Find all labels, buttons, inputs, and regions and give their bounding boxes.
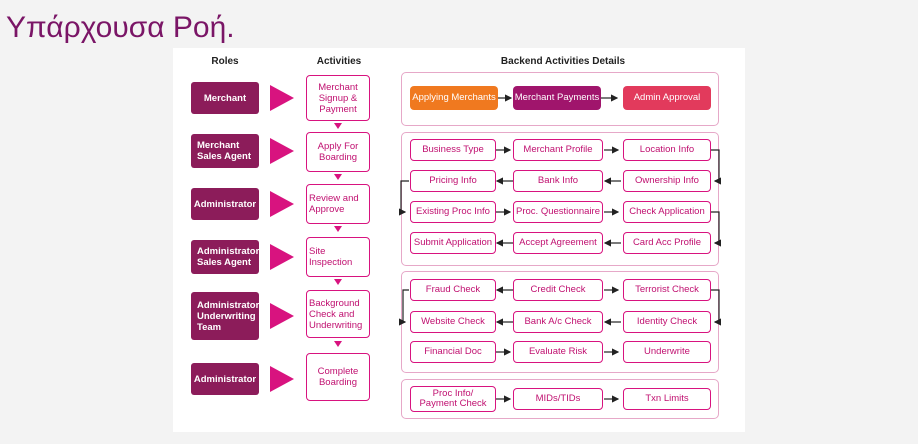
financial-doc-box: Financial Doc xyxy=(410,341,496,363)
role-arrow-icon xyxy=(270,366,294,392)
connector-lines xyxy=(399,94,721,403)
proc-questionnaire-box: Proc. Questionnaire xyxy=(513,201,603,223)
backend-header: Backend Activities Details xyxy=(500,56,626,67)
underwrite-box: Underwrite xyxy=(623,341,711,363)
activity-background-check: Background Check and Underwriting xyxy=(306,290,370,338)
role-merchant-sales-agent: Merchant Sales Agent xyxy=(191,134,259,168)
mids-tids-box: MIDs/TIDs xyxy=(513,388,603,410)
credit-check-box: Credit Check xyxy=(513,279,603,301)
bank-ac-check-box: Bank A/c Check xyxy=(513,311,603,333)
down-arrow-icon xyxy=(334,279,342,285)
proc-info-payment-check-box: Proc Info/ Payment Check xyxy=(410,386,496,412)
accept-agreement-box: Accept Agreement xyxy=(513,232,603,254)
activities-header: Activities xyxy=(316,56,362,67)
role-administrator: Administrator xyxy=(191,188,259,220)
activity-merchant-signup: Merchant Signup & Payment xyxy=(306,75,370,121)
role-administrator-sales-agent: Administrator Sales Agent xyxy=(191,240,259,274)
terrorist-check-box: Terrorist Check xyxy=(623,279,711,301)
down-arrow-icon xyxy=(334,226,342,232)
txn-limits-box: Txn Limits xyxy=(623,388,711,410)
down-arrow-icon xyxy=(334,174,342,180)
role-administrator-underwriting-team: Administrator Underwriting Team xyxy=(191,292,259,340)
card-acc-profile-box: Card Acc Profile xyxy=(623,232,711,254)
activity-review-and-approve: Review and Approve xyxy=(306,184,370,224)
role-arrow-icon xyxy=(270,85,294,111)
business-type-box: Business Type xyxy=(410,139,496,161)
role-arrow-icon xyxy=(270,138,294,164)
existing-proc-info-box: Existing Proc Info xyxy=(410,201,496,223)
page-title: Υπάρχουσα Ροή. xyxy=(6,11,235,44)
fraud-check-box: Fraud Check xyxy=(410,279,496,301)
role-merchant: Merchant xyxy=(191,82,259,114)
admin-approval-box: Admin Approval xyxy=(623,86,711,110)
roles-header: Roles xyxy=(211,56,239,67)
ownership-info-box: Ownership Info xyxy=(623,170,711,192)
bank-info-box: Bank Info xyxy=(513,170,603,192)
role-arrow-icon xyxy=(270,191,294,217)
role-arrow-icon xyxy=(270,303,294,329)
activity-complete-boarding: Complete Boarding xyxy=(306,353,370,401)
merchant-payments-box: Merchant Payments xyxy=(513,86,601,110)
down-arrow-icon xyxy=(334,123,342,129)
flow-diagram: Roles Activities Backend Activities Deta… xyxy=(173,48,745,432)
submit-application-box: Submit Application xyxy=(410,232,496,254)
role-administrator-final: Administrator xyxy=(191,363,259,395)
identity-check-box: Identity Check xyxy=(623,311,711,333)
website-check-box: Website Check xyxy=(410,311,496,333)
role-arrow-icon xyxy=(270,244,294,270)
evaluate-risk-box: Evaluate Risk xyxy=(513,341,603,363)
activity-site-inspection: Site Inspection xyxy=(306,237,370,277)
activity-apply-for-boarding: Apply For Boarding xyxy=(306,132,370,172)
merchant-profile-box: Merchant Profile xyxy=(513,139,603,161)
applying-merchants-box: Applying Merchants xyxy=(410,86,498,110)
pricing-info-box: Pricing Info xyxy=(410,170,496,192)
location-info-box: Location Info xyxy=(623,139,711,161)
check-application-box: Check Application xyxy=(623,201,711,223)
down-arrow-icon xyxy=(334,341,342,347)
